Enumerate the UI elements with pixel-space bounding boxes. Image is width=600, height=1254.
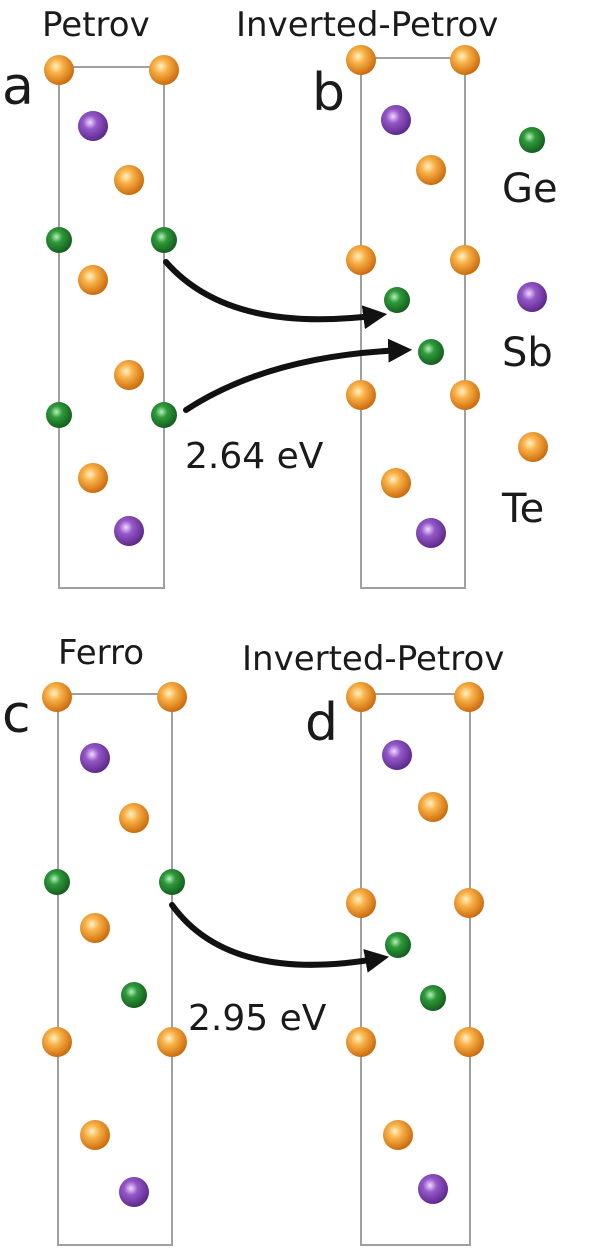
- energy-barrier-label-top: 2.64 eV: [185, 436, 324, 477]
- sb-atom: [382, 740, 412, 770]
- te-legend-icon: [518, 432, 548, 462]
- te-atom: [80, 913, 110, 943]
- energy-barrier-label-bottom: 2.95 eV: [188, 998, 327, 1039]
- unit-cell-d: [360, 693, 471, 1246]
- panel-d-letter: d: [305, 693, 338, 753]
- unit-cell-c: [57, 693, 173, 1246]
- unit-cell-a: [58, 66, 165, 589]
- te-legend-label: Te: [501, 486, 544, 532]
- te-atom: [157, 1027, 187, 1057]
- te-atom: [416, 155, 446, 185]
- te-atom: [454, 888, 484, 918]
- te-atom: [454, 1027, 484, 1057]
- sb-atom: [78, 111, 108, 141]
- sb-legend-icon: [517, 282, 547, 312]
- sb-atom: [416, 518, 446, 548]
- sb-atom: [114, 516, 144, 546]
- te-atom: [149, 55, 179, 85]
- te-atom: [114, 360, 144, 390]
- panel-b-letter: b: [312, 63, 345, 123]
- migration-arrow: [169, 902, 390, 973]
- te-atom: [450, 245, 480, 275]
- ge-legend-icon: [519, 127, 545, 153]
- te-atom: [42, 682, 72, 712]
- ge-atom: [121, 982, 147, 1008]
- te-atom: [78, 265, 108, 295]
- ge-atom: [385, 932, 411, 958]
- migration-arrow: [163, 259, 388, 330]
- panel-a-letter: a: [2, 57, 34, 117]
- ge-atom: [418, 339, 444, 365]
- panel-b-title: Inverted-Petrov: [236, 5, 498, 45]
- te-atom: [346, 682, 376, 712]
- te-atom: [418, 792, 448, 822]
- te-atom: [450, 380, 480, 410]
- ge-atom: [44, 869, 70, 895]
- sb-atom: [80, 743, 110, 773]
- sb-atom: [119, 1177, 149, 1207]
- te-atom: [157, 682, 187, 712]
- te-atom: [346, 245, 376, 275]
- te-atom: [42, 1027, 72, 1057]
- te-atom: [454, 682, 484, 712]
- ge-atom: [420, 985, 446, 1011]
- panel-c-letter: c: [2, 685, 31, 745]
- ge-legend-label: Ge: [502, 166, 558, 212]
- te-atom: [346, 1027, 376, 1057]
- te-atom: [381, 468, 411, 498]
- ge-atom: [151, 402, 177, 428]
- te-atom: [346, 888, 376, 918]
- te-atom: [78, 463, 108, 493]
- te-atom: [450, 45, 480, 75]
- te-atom: [119, 803, 149, 833]
- ge-atom: [46, 227, 72, 253]
- te-atom: [44, 55, 74, 85]
- te-atom: [80, 1120, 110, 1150]
- ge-atom: [151, 227, 177, 253]
- te-atom: [114, 165, 144, 195]
- te-atom: [346, 45, 376, 75]
- sb-atom: [381, 105, 411, 135]
- te-atom: [383, 1120, 413, 1150]
- unit-cell-b: [360, 57, 466, 589]
- panel-d-title: Inverted-Petrov: [242, 639, 504, 679]
- ge-atom: [159, 869, 185, 895]
- ge-atom: [46, 402, 72, 428]
- sb-legend-label: Sb: [502, 330, 553, 376]
- panel-c-title: Ferro: [58, 633, 144, 673]
- ge-atom: [384, 287, 410, 313]
- sb-atom: [418, 1174, 448, 1204]
- migration-arrow: [183, 338, 413, 413]
- te-atom: [346, 380, 376, 410]
- panel-a-title: Petrov: [42, 5, 150, 45]
